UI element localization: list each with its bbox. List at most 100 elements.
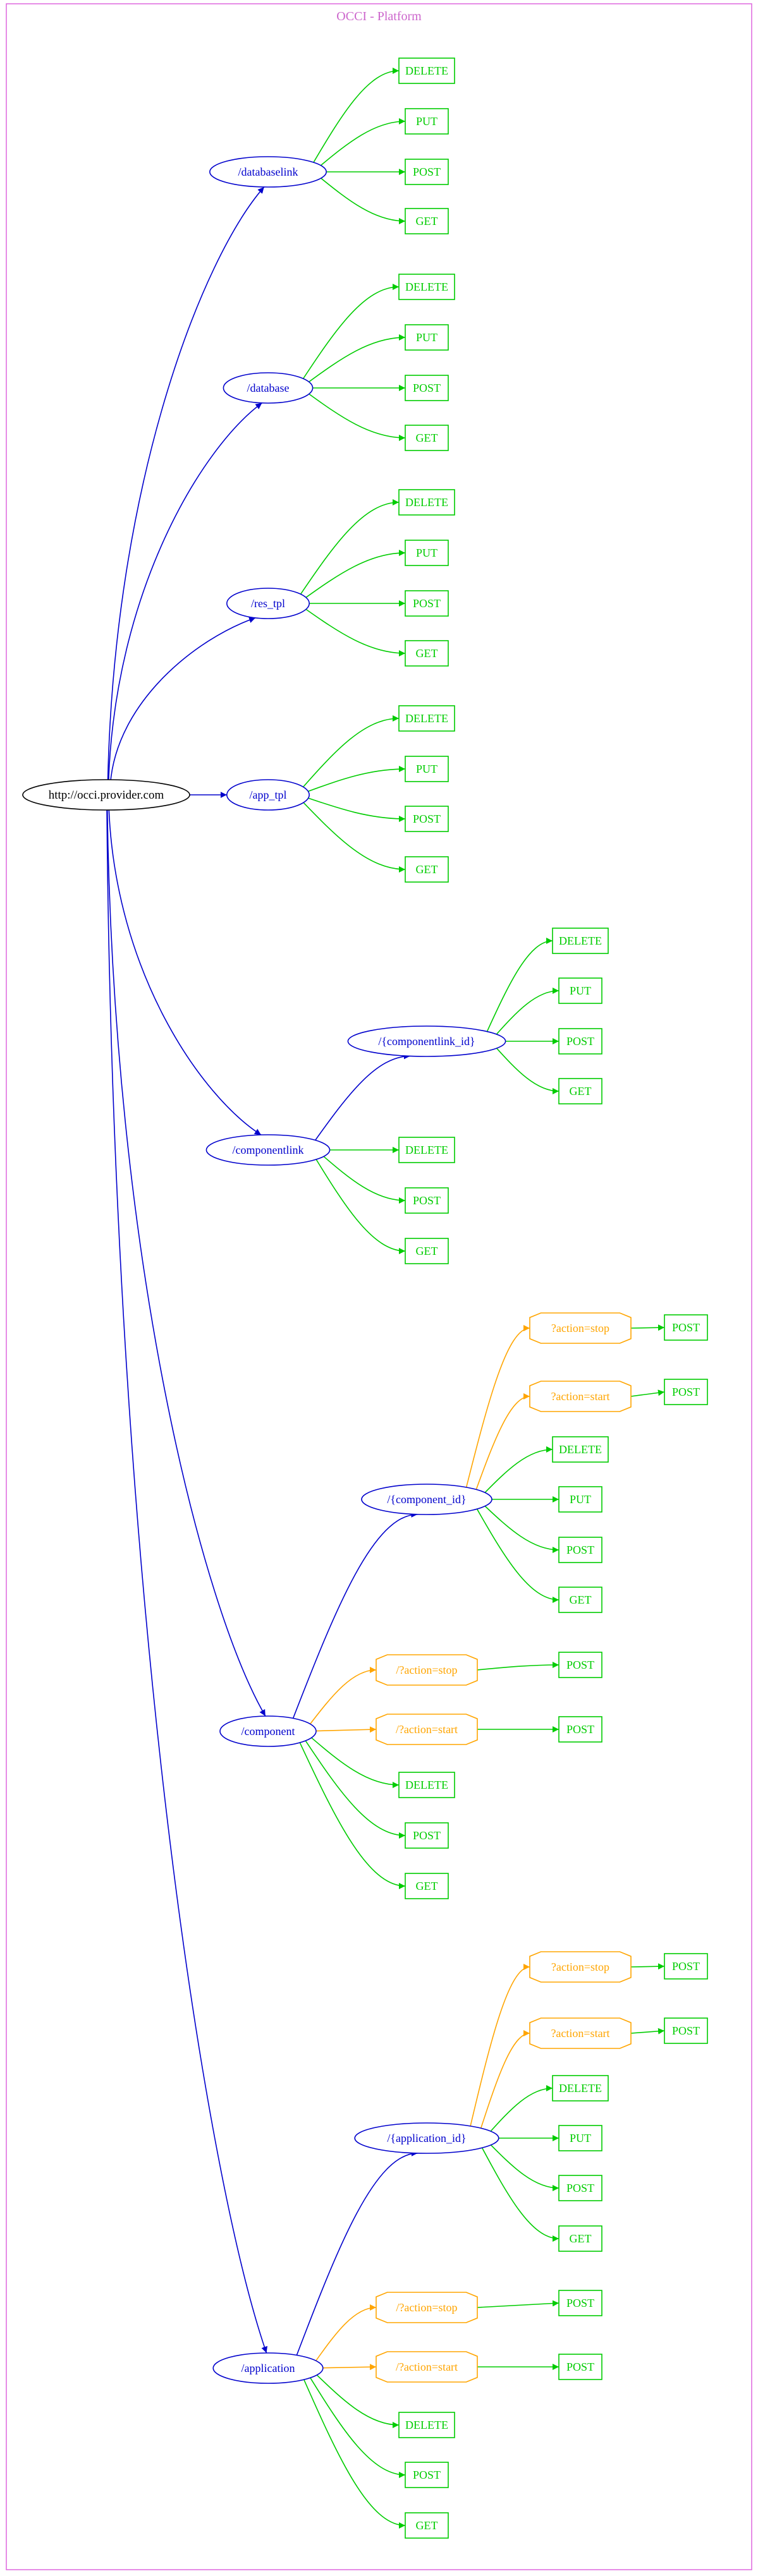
node-rt_delete[interactable]: DELETE <box>398 489 455 516</box>
node-label: DELETE <box>405 1144 448 1156</box>
method-box <box>664 1953 708 1980</box>
node-label: POST <box>672 1386 700 1398</box>
node-c_stop[interactable]: /?action=stop <box>376 1654 478 1686</box>
node-dbl_delete[interactable]: DELETE <box>398 57 455 84</box>
method-box <box>558 2175 602 2201</box>
node-ci_post[interactable]: POST <box>558 1537 602 1563</box>
node-ci_get[interactable]: GET <box>558 1587 602 1613</box>
edge-application_id-to-ai_post <box>487 2142 559 2191</box>
node-dbl_put[interactable]: PUT <box>405 108 449 135</box>
node-ai_post[interactable]: POST <box>558 2175 602 2201</box>
node-a_get[interactable]: GET <box>405 2512 449 2539</box>
node-label: GET <box>416 1245 438 1257</box>
edge-database-to-db_put <box>306 334 406 385</box>
method-box <box>398 705 455 732</box>
node-a_stop[interactable]: /?action=stop <box>376 2292 478 2323</box>
edge-root-to-component <box>106 808 266 1717</box>
edge-a_stop-to-a_stop_post <box>477 2300 559 2308</box>
node-cli_put[interactable]: PUT <box>558 977 602 1004</box>
node-at_put[interactable]: PUT <box>405 756 449 782</box>
node-componentlink_id[interactable]: /{componentlink_id} <box>347 1025 506 1057</box>
node-label: PUT <box>416 331 437 344</box>
edge-databaselink-to-dbl_get <box>317 175 406 224</box>
node-ai_put[interactable]: PUT <box>558 2125 602 2151</box>
node-at_delete[interactable]: DELETE <box>398 705 455 732</box>
node-ai_stop_post[interactable]: POST <box>664 1953 708 1980</box>
node-ci_delete[interactable]: DELETE <box>552 1436 609 1463</box>
method-box <box>552 928 609 954</box>
node-c_start_post[interactable]: POST <box>558 1716 602 1743</box>
edge-databaselink-to-dbl_delete <box>312 68 400 165</box>
node-application_id[interactable]: /{application_id} <box>354 2122 499 2154</box>
node-c_delete[interactable]: DELETE <box>398 1772 455 1798</box>
node-ai_stop[interactable]: ?action=stop <box>529 1951 632 1983</box>
node-db_get[interactable]: GET <box>405 425 449 451</box>
node-label: /app_tpl <box>250 789 287 801</box>
node-dbl_post[interactable]: POST <box>405 159 449 185</box>
node-ci_start_post[interactable]: POST <box>664 1379 708 1405</box>
node-res_tpl[interactable]: /res_tpl <box>226 588 310 619</box>
node-component[interactable]: /component <box>219 1715 317 1747</box>
node-label: /res_tpl <box>251 597 285 610</box>
method-box <box>405 375 449 401</box>
node-db_delete[interactable]: DELETE <box>398 274 455 300</box>
node-at_post[interactable]: POST <box>405 806 449 832</box>
node-at_get[interactable]: GET <box>405 856 449 883</box>
node-cl_delete[interactable]: DELETE <box>398 1137 455 1163</box>
node-ai_get[interactable]: GET <box>558 2225 602 2252</box>
node-c_start[interactable]: /?action=start <box>376 1714 478 1745</box>
node-label: POST <box>566 1035 594 1048</box>
node-c_stop_post[interactable]: POST <box>558 1652 602 1678</box>
node-cli_get[interactable]: GET <box>558 1078 602 1104</box>
node-a_stop_post[interactable]: POST <box>558 2290 602 2316</box>
edge-componentlink-to-componentlink_id <box>313 1053 410 1143</box>
node-label: /componentlink <box>233 1144 304 1156</box>
node-db_post[interactable]: POST <box>405 375 449 401</box>
node-cli_post[interactable]: POST <box>558 1028 602 1055</box>
node-ci_put[interactable]: PUT <box>558 1486 602 1513</box>
resource-ellipse <box>354 2122 499 2154</box>
edge-ci_stop-to-ci_stop_post <box>630 1324 665 1331</box>
method-box <box>405 856 449 883</box>
node-dbl_get[interactable]: GET <box>405 208 449 234</box>
node-a_start_post[interactable]: POST <box>558 2354 602 2380</box>
edge-res_tpl-to-rt_put <box>303 550 406 600</box>
node-component_id[interactable]: /{component_id} <box>361 1484 492 1515</box>
node-db_put[interactable]: PUT <box>405 324 449 351</box>
method-box <box>558 2354 602 2380</box>
node-rt_put[interactable]: PUT <box>405 540 449 566</box>
node-database[interactable]: /database <box>223 372 314 404</box>
node-ci_start[interactable]: ?action=start <box>529 1381 632 1412</box>
edge-application_id-to-ai_stop <box>469 1964 530 2129</box>
node-app_tpl[interactable]: /app_tpl <box>226 779 310 811</box>
action-octagon <box>376 1714 478 1745</box>
node-root[interactable]: http://occi.provider.com <box>22 779 190 811</box>
node-cli_delete[interactable]: DELETE <box>552 928 609 954</box>
node-componentlink[interactable]: /componentlink <box>205 1134 331 1166</box>
node-c_post[interactable]: POST <box>405 1822 449 1849</box>
method-box <box>664 1314 708 1341</box>
action-octagon <box>529 1312 632 1344</box>
node-ai_start[interactable]: ?action=start <box>529 2017 632 2049</box>
method-box <box>558 2290 602 2316</box>
node-ai_delete[interactable]: DELETE <box>552 2075 609 2101</box>
edge-componentlink_id-to-cli_delete <box>486 938 553 1034</box>
node-layer: http://occi.provider.com/databaselinkDEL… <box>22 57 708 2539</box>
edge-componentlink-to-cl_post <box>321 1153 406 1204</box>
edge-component-to-c_post <box>303 1738 406 1839</box>
node-a_delete[interactable]: DELETE <box>398 2412 455 2438</box>
node-a_post[interactable]: POST <box>405 2462 449 2488</box>
node-application[interactable]: /application <box>212 2352 324 2384</box>
node-label: DELETE <box>559 2082 602 2095</box>
node-ai_start_post[interactable]: POST <box>664 2017 708 2044</box>
node-ci_stop_post[interactable]: POST <box>664 1314 708 1341</box>
node-cl_post[interactable]: POST <box>405 1187 449 1214</box>
node-c_get[interactable]: GET <box>405 1873 449 1899</box>
node-a_start[interactable]: /?action=start <box>376 2351 478 2383</box>
node-rt_post[interactable]: POST <box>405 590 449 617</box>
node-databaselink[interactable]: /databaselink <box>209 156 327 188</box>
node-rt_get[interactable]: GET <box>405 640 449 667</box>
node-label: /database <box>247 382 290 394</box>
node-cl_get[interactable]: GET <box>405 1238 449 1264</box>
node-ci_stop[interactable]: ?action=stop <box>529 1312 632 1344</box>
